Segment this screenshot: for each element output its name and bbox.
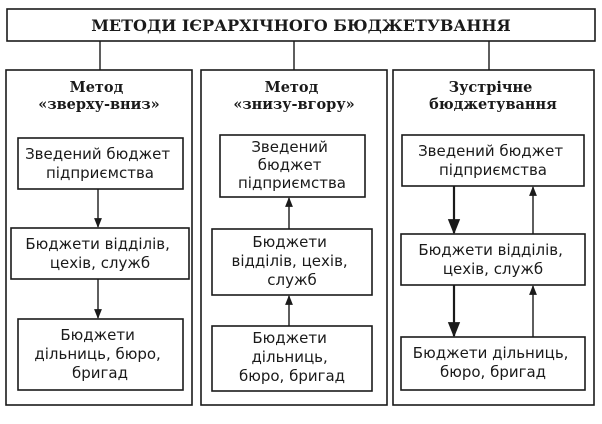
box-line: підприємства [439,161,547,179]
box-line: Зведений бюджет [25,145,170,163]
box-section-budgets: Бюджети дільниць, бюро, бригад [17,318,184,391]
column-heading-line: Метод [70,79,124,96]
box-section-budgets: Бюджети дільниць, бюро, бригад [211,325,373,392]
box-line: Бюджети дільниць, [413,344,569,362]
box-line: бюджет [258,156,322,174]
column-counter-budgeting: Зустрічне бюджетування Зведений бюджет п… [392,69,595,406]
svg-text:Бюджети відділів, цехі: Бюджети відділів, цехів, служб [232,233,353,289]
box-consolidated-budget: Зведений бюджет підприємства [17,137,184,190]
column-heading-line: «знизу-вгору» [233,96,354,113]
box-line: бюро, бригад [239,367,345,385]
svg-text:Бюджети дільниць, бюро: Бюджети дільниць, бюро, бригад [34,326,165,382]
box-line: цехів, служб [443,260,543,278]
svg-text:Зведений бюджет підпри: Зведений бюджет підприємства [25,145,175,182]
box-line: підприємства [46,164,154,182]
box-department-budgets: Бюджети відділів, цехів, служб [10,227,190,280]
column-heading-line: бюджетування [429,96,557,113]
column-heading: Метод «знизу-вгору» [233,79,354,113]
svg-text:Бюджети відділів, цехі: Бюджети відділів, цехів, служб [25,235,174,272]
box-consolidated-budget: Зведений бюджет підприємства [219,134,366,198]
svg-text:Зведений бюджет підпри: Зведений бюджет підприємства [418,142,568,179]
box-consolidated-budget: Зведений бюджет підприємства [401,134,585,187]
box-line: Бюджети відділів, [418,241,563,259]
column-heading-line: «зверху-вниз» [38,96,159,113]
svg-text:Бюджети дільниць,: Бюджети дільниць, бюро, бригад [239,329,345,385]
column-top-down: Метод «зверху-вниз» Зведений бюджет підп… [5,69,193,406]
box-line: Бюджети [252,233,327,251]
box-line: підприємства [238,174,346,192]
svg-text:Бюджети дільниць, бюро: Бюджети дільниць, бюро, бригад [413,344,573,381]
box-line: відділів, цехів, [232,252,348,270]
svg-text:Бюджети відділів, цехі: Бюджети відділів, цехів, служб [418,241,567,278]
box-line: бюро, бригад [440,363,546,381]
box-line: Зведений [251,138,328,156]
column-heading-line: Метод [265,79,319,96]
box-line: Бюджети [252,329,327,347]
svg-text:Зведений бюджет: Зведений бюджет підприємства [238,138,346,192]
box-line: бригад [72,364,128,382]
diagram-title: МЕТОДИ ІЄРАРХІЧНОГО БЮДЖЕТУВАННЯ [91,16,511,35]
title-connectors [99,41,490,70]
column-bottom-up: Метод «знизу-вгору» Зведений бюджет підп… [200,69,388,406]
box-department-budgets: Бюджети відділів, цехів, служб [400,233,586,286]
box-line: Бюджети [60,326,135,344]
box-line: дільниць, [251,348,327,366]
box-line: служб [267,271,316,289]
box-line: цехів, служб [50,254,150,272]
box-section-budgets: Бюджети дільниць, бюро, бригад [400,336,586,391]
box-department-budgets: Бюджети відділів, цехів, служб [211,228,373,296]
title-box: МЕТОДИ ІЄРАРХІЧНОГО БЮДЖЕТУВАННЯ [6,8,596,42]
column-heading: Метод «зверху-вниз» [38,79,159,113]
box-line: дільниць, бюро, [34,345,160,363]
box-line: Зведений бюджет [418,142,563,160]
box-line: Бюджети відділів, [25,235,170,253]
column-heading-line: Зустрічне [449,79,533,96]
column-heading: Зустрічне бюджетування [429,79,557,113]
